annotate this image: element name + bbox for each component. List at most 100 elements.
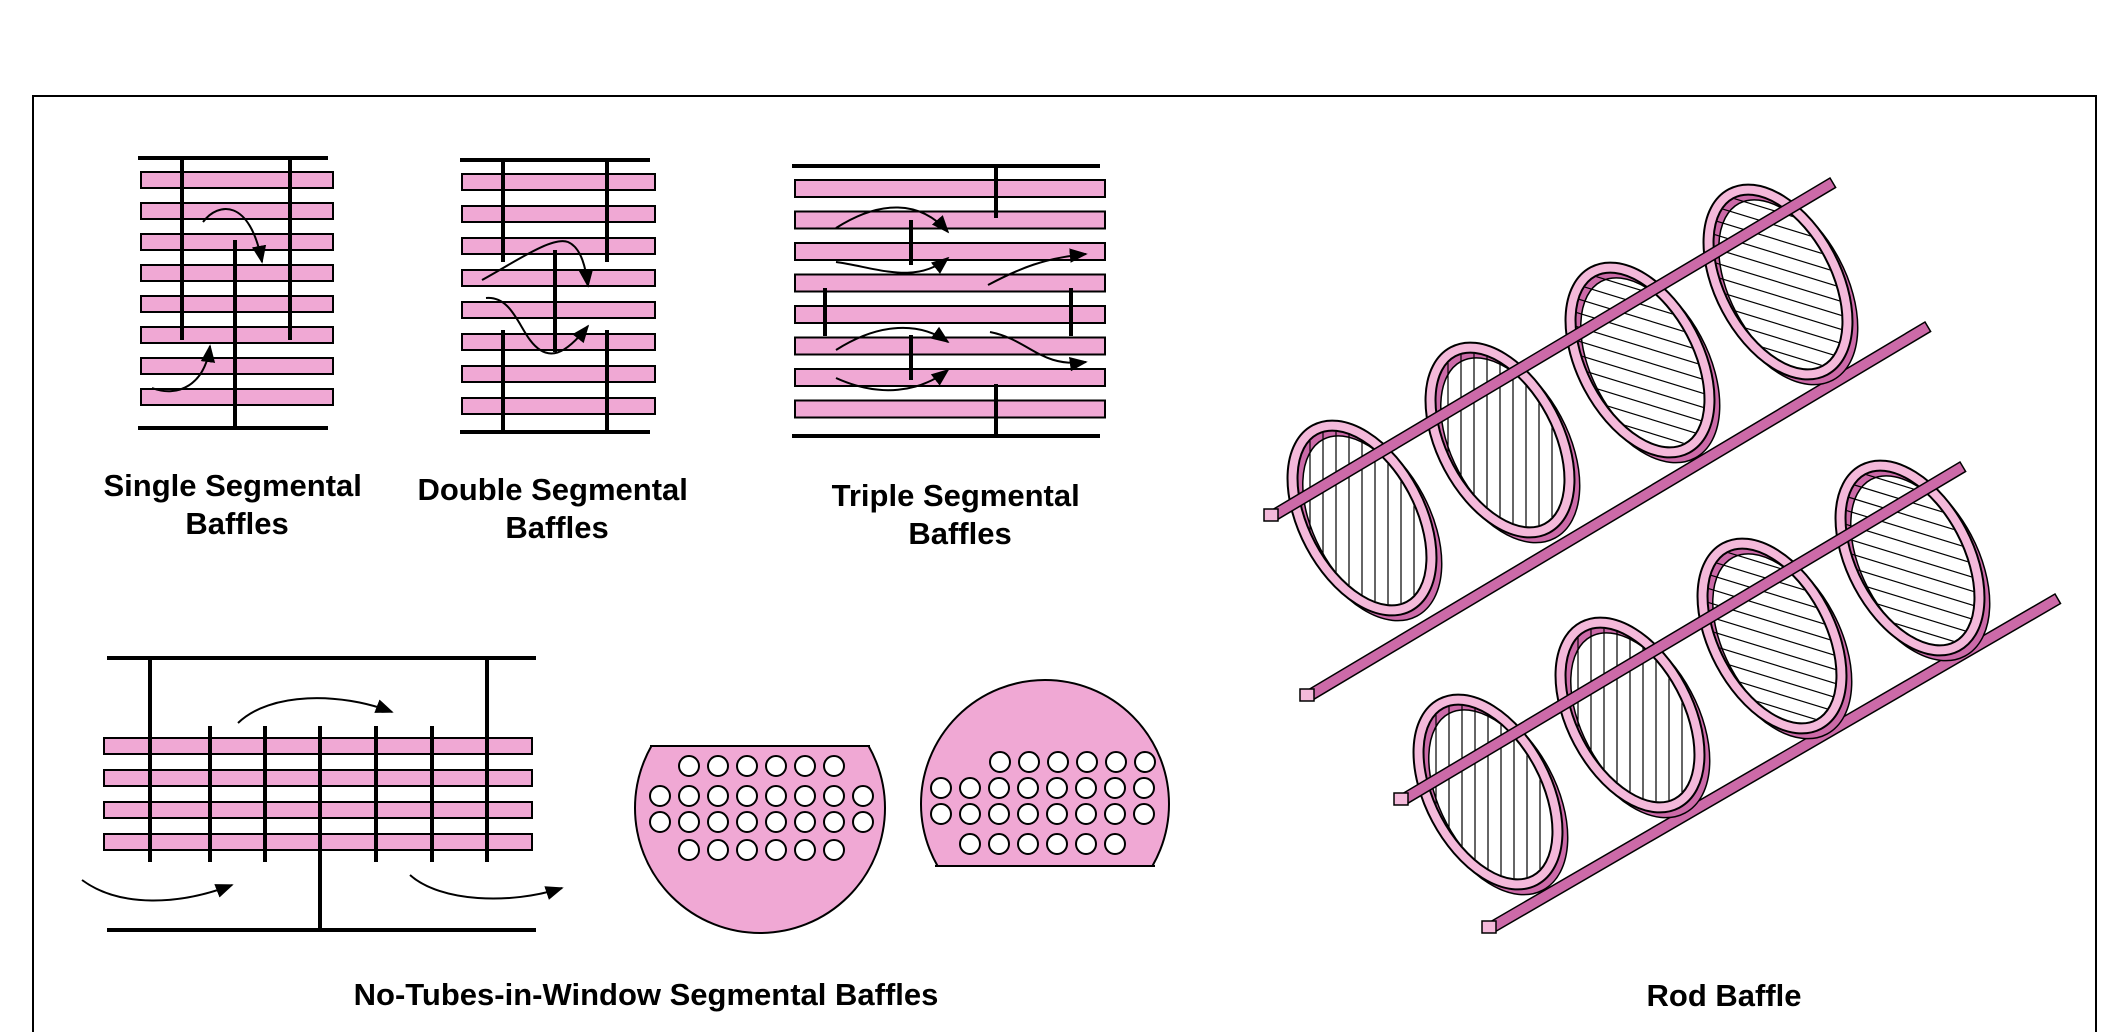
rod-baffle-cage <box>1263 174 1932 702</box>
tube-bar <box>140 171 334 189</box>
ring <box>1704 185 1852 379</box>
baffle-plate-cut-top <box>634 746 886 934</box>
rod-end <box>1299 688 1315 702</box>
curved-flow-arrow-icon <box>987 248 1088 286</box>
tube-hole-circle <box>988 777 1010 799</box>
ring <box>1566 263 1714 457</box>
tube-hole-circle <box>707 839 729 861</box>
tube-hole-circle <box>1133 777 1155 799</box>
tube-hole-circle <box>707 785 729 807</box>
tube-hole-circle <box>930 777 952 799</box>
curved-flow-arrow-icon <box>481 240 594 288</box>
curved-flow-arrow-icon <box>989 331 1088 372</box>
ring <box>1556 618 1704 812</box>
tube-hole-circle <box>1017 777 1039 799</box>
rod-end <box>1393 792 1409 806</box>
tube-hole-circle <box>1017 803 1039 825</box>
triple-segmental-label: Triple Segmental Baffles <box>832 478 1089 551</box>
tube-hole-circle <box>794 785 816 807</box>
tube-hole-circle <box>989 751 1011 773</box>
double-segmental-baffles: Double Segmental Baffles <box>417 158 688 545</box>
curved-flow-arrow-icon <box>835 206 950 234</box>
tube-hole-circle <box>823 785 845 807</box>
tube-hole-circle <box>1104 803 1126 825</box>
triple-segmental-baffles: Triple Segmental Baffles <box>792 164 1106 551</box>
rod-baffle-label: Rod Baffle <box>1647 978 1802 1013</box>
ring <box>1288 421 1436 615</box>
tube-hole-circle <box>765 785 787 807</box>
tube-hole-circle <box>852 785 874 807</box>
tube-bar <box>461 365 656 383</box>
curved-flow-arrow-icon <box>81 879 234 902</box>
tube-bar <box>461 173 656 191</box>
tube-hole-circle <box>959 803 981 825</box>
tube-hole-circle <box>1105 751 1127 773</box>
curved-flow-arrow-icon <box>202 208 267 264</box>
tube-hole-circle <box>1075 803 1097 825</box>
tube-bar <box>461 269 656 287</box>
tube-hole-grid <box>930 751 1156 855</box>
tube-hole-circle <box>678 839 700 861</box>
tube-hole-circle <box>707 811 729 833</box>
tube-bundle <box>794 179 1106 419</box>
baffle-plate-cut-bottom <box>920 679 1170 866</box>
tube-hole-circle <box>988 833 1010 855</box>
tube-hole-circle <box>988 803 1010 825</box>
tube-bar <box>461 205 656 223</box>
tube-bar <box>461 301 656 319</box>
single-segmental-baffles: Single Segmental Baffles <box>103 156 362 541</box>
tube-bar <box>794 336 1106 356</box>
tube-hole-circle <box>649 811 671 833</box>
figure-frame <box>32 95 2097 1032</box>
tube-bar <box>461 397 656 415</box>
tube-hole-circle <box>707 755 729 777</box>
tube-hole-circle <box>1134 751 1156 773</box>
tube-hole-circle <box>1133 803 1155 825</box>
tube-bar <box>794 210 1106 230</box>
ring <box>1414 695 1562 889</box>
rod-baffle: Rod Baffle <box>1263 174 2062 1013</box>
tube-hole-circle <box>765 755 787 777</box>
tube-hole-circle <box>823 811 845 833</box>
tube-bar <box>794 179 1106 198</box>
tube-hole-circle <box>678 811 700 833</box>
tube-hole-circle <box>1075 777 1097 799</box>
tube-bar <box>794 242 1106 261</box>
tube-hole-circle <box>1104 833 1126 855</box>
tube-hole-circle <box>649 785 671 807</box>
tube-hole-circle <box>1104 777 1126 799</box>
tube-hole-circle <box>678 785 700 807</box>
tube-hole-circle <box>794 811 816 833</box>
no-tubes-in-window-label: No-Tubes-in-Window Segmental Baffles <box>354 977 939 1012</box>
tube-hole-circle <box>736 785 758 807</box>
tube-hole-circle <box>736 755 758 777</box>
ring <box>1836 461 1984 655</box>
tube-hole-grid <box>649 755 874 861</box>
tube-hole-circle <box>930 803 952 825</box>
rod-end <box>1481 920 1497 934</box>
tube-hole-circle <box>1075 833 1097 855</box>
tube-bar <box>461 237 656 255</box>
tube-hole-circle <box>1017 833 1039 855</box>
curved-flow-arrow-icon <box>485 296 590 355</box>
curved-flow-arrow-icon <box>237 697 394 724</box>
tube-hole-circle <box>823 755 845 777</box>
tube-hole-circle <box>1076 751 1098 773</box>
tube-bundle <box>461 173 656 415</box>
tube-hole-circle <box>852 811 874 833</box>
tube-hole-circle <box>1018 751 1040 773</box>
tube-bar <box>461 333 656 351</box>
ring <box>1698 539 1846 733</box>
tube-hole-circle <box>1046 833 1068 855</box>
tube-hole-circle <box>736 839 758 861</box>
tube-bundle <box>140 171 334 406</box>
tube-hole-circle <box>765 839 787 861</box>
tube-bar <box>794 368 1106 387</box>
tube-hole-circle <box>794 839 816 861</box>
curved-flow-arrow-icon <box>835 326 950 351</box>
tube-hole-circle <box>1046 777 1068 799</box>
curved-flow-arrow-icon <box>835 256 950 274</box>
tube-hole-circle <box>736 811 758 833</box>
curved-flow-arrow-icon <box>835 368 950 392</box>
